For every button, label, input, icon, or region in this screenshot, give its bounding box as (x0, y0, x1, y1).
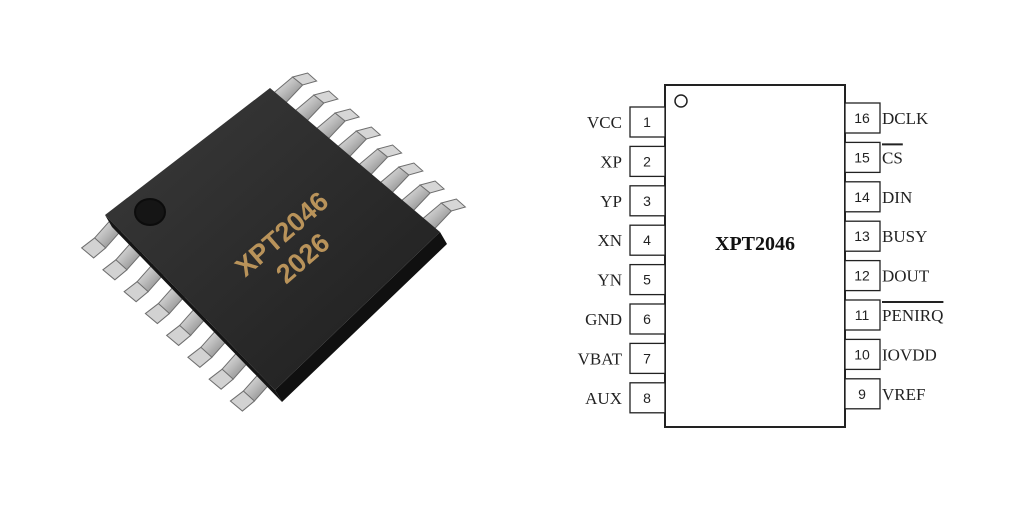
pin-box (844, 141, 881, 174)
pin-box (844, 102, 881, 134)
pin-box (629, 106, 666, 138)
pin-box (844, 181, 881, 213)
pin-label: YN (597, 271, 622, 290)
pin-8-aux: 8 AUX (585, 382, 666, 414)
pin-15-cs: 15 CS (844, 141, 903, 174)
pin-box (844, 220, 881, 252)
pin-number: 15 (854, 149, 870, 165)
chip-name: XPT2046 (715, 233, 795, 255)
pin-5-yn: 5 YN (597, 263, 666, 296)
pin-label: VCC (587, 113, 622, 132)
pin-7-vbat: 7 VBAT (578, 342, 666, 375)
pin-number: 5 (643, 272, 651, 288)
pin-box (629, 224, 666, 256)
pin1-indicator (674, 94, 688, 108)
pin1-dimple (134, 198, 166, 226)
pin-box (629, 382, 666, 414)
pin-label: GND (585, 310, 622, 329)
pin-2-xp: 2 XP (600, 145, 666, 178)
pin-label: AUX (585, 389, 622, 408)
pin-1-vcc: 1 VCC (587, 106, 666, 138)
pin-box (844, 378, 881, 410)
pin-number: 7 (643, 350, 651, 366)
pin-label: VREF (882, 385, 925, 404)
pin-number: 8 (643, 390, 651, 406)
pin-number: 1 (643, 114, 651, 130)
pin-14-din: 14 DIN (844, 181, 912, 213)
pin-box (629, 342, 666, 375)
pin-number: 9 (858, 386, 866, 402)
pin-16-dclk: 16 DCLK (844, 102, 929, 134)
pin-box (844, 299, 881, 331)
pin-label: DCLK (882, 109, 929, 128)
right-pins: 16 DCLK 15 CS 14 DIN 13 BUSY 12 DOUT 11 PENIRQ 10 IOV… (844, 102, 944, 410)
pin-number: 3 (643, 193, 651, 209)
pin-3-yp: 3 YP (600, 185, 666, 217)
pin-11-penirq: 11 PENIRQ (844, 299, 944, 331)
pin-number: 14 (854, 189, 870, 205)
pin-number: 4 (643, 232, 651, 248)
pin-label: DIN (882, 188, 912, 207)
pin-label: XN (597, 231, 622, 250)
chip-body-side-right (275, 232, 447, 402)
pin-4-xn: 4 XN (597, 224, 666, 256)
chip-body (105, 88, 440, 390)
pin-box (844, 338, 881, 371)
pin-box (629, 303, 666, 335)
pin-box (629, 145, 666, 178)
pin-number: 13 (854, 228, 870, 244)
pin-box (844, 259, 881, 292)
package-outline (664, 84, 846, 428)
pin-label: DOUT (882, 267, 930, 286)
left-pins: 1 VCC 2 XP 3 YP 4 XN 5 YN 6 GND 7 VBAT 8 AUX (578, 106, 666, 414)
pin-13-busy: 13 BUSY (844, 220, 927, 252)
pin-label: CS (882, 148, 903, 167)
pin-number: 12 (854, 268, 870, 284)
pin-label: BUSY (882, 227, 927, 246)
pin-box (629, 263, 666, 296)
pinout-diagram: XPT2046 1 VCC 2 XP 3 YP 4 XN 5 YN 6 GND 7 VBAT 8 AUX 16… (578, 84, 944, 428)
pin-12-dout: 12 DOUT (844, 259, 930, 292)
chip-photo: XPT2046 2026 (80, 72, 467, 412)
chip-body-side (105, 215, 282, 402)
chip-lead (357, 144, 403, 176)
pin-number: 16 (854, 110, 870, 126)
pin-9-vref: 9 VREF (844, 378, 925, 410)
pin-box (629, 185, 666, 217)
pin-6-gnd: 6 GND (585, 303, 666, 335)
pin-number: 10 (854, 346, 870, 362)
chip-lead (336, 126, 382, 158)
chip-lead (400, 180, 446, 212)
pin-label: PENIRQ (882, 306, 943, 325)
pin-10-iovdd: 10 IOVDD (844, 338, 937, 371)
pin-label: IOVDD (882, 345, 937, 364)
pin-number: 6 (643, 311, 651, 327)
pin-label: YP (600, 192, 622, 211)
pin-label: XP (600, 152, 622, 171)
pin-number: 2 (643, 153, 651, 169)
pin-label: VBAT (578, 349, 623, 368)
pin-number: 11 (855, 307, 870, 323)
